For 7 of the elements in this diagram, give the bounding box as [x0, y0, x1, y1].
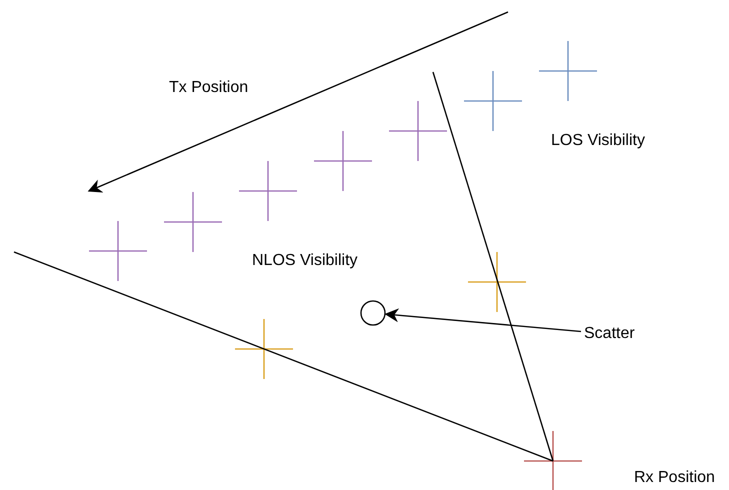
text-label: Tx Position	[169, 78, 248, 98]
scatter-point-circle	[360, 300, 386, 326]
leader-arrow	[384, 308, 582, 332]
text-label: NLOS Visibility	[252, 251, 358, 271]
text-label: LOS Visibility	[551, 131, 645, 151]
text-label: Scatter	[584, 324, 635, 344]
text-label: Rx Position	[634, 468, 715, 488]
